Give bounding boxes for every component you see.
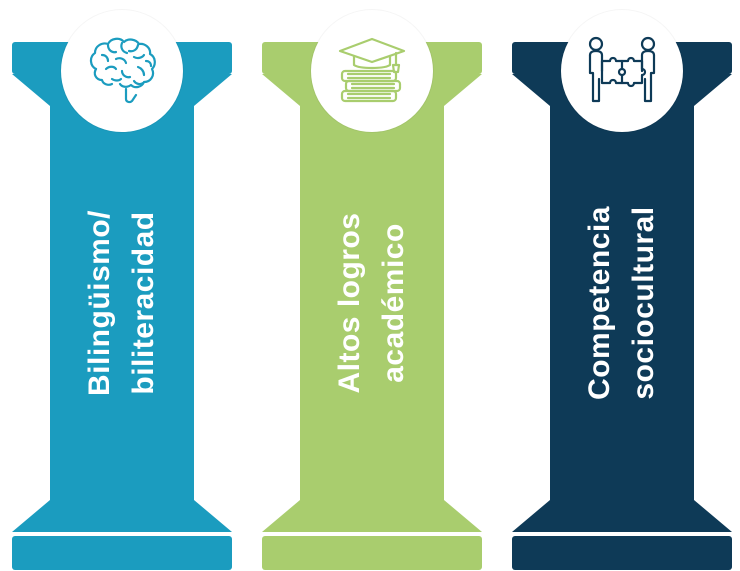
pillar-base-taper	[12, 500, 232, 532]
pillar-base-taper	[262, 500, 482, 532]
pillar-base	[12, 536, 232, 570]
pillar-label-line2: académico	[377, 223, 410, 383]
pillar-label-line1: Competencia	[583, 206, 616, 400]
pillar-medallion	[61, 10, 183, 132]
pillar-medallion	[311, 10, 433, 132]
pillar-label-line1: Altos logros	[333, 212, 366, 394]
pillar-shaft	[300, 106, 444, 500]
brain-icon	[89, 37, 156, 104]
pillar-label: Competencia sociocultural	[578, 113, 666, 493]
pillar-medallion	[561, 10, 683, 132]
pillar-label-line2: biliteracidad	[127, 211, 160, 395]
people-puzzle-icon	[588, 36, 656, 103]
pillar-label-line1: Bilingüismo/	[83, 210, 116, 396]
pillar-shaft	[50, 106, 194, 500]
pillar-label: Bilingüismo/ biliteracidad	[78, 113, 166, 493]
pillar-base	[512, 536, 732, 570]
pillar-base-taper	[512, 500, 732, 532]
graduation-cap-books-icon	[338, 37, 406, 103]
pillar-base	[262, 536, 482, 570]
pillar-label-line2: sociocultural	[627, 206, 660, 400]
pillar-shaft	[550, 106, 694, 500]
pillar-label: Altos logros académico	[328, 113, 416, 493]
